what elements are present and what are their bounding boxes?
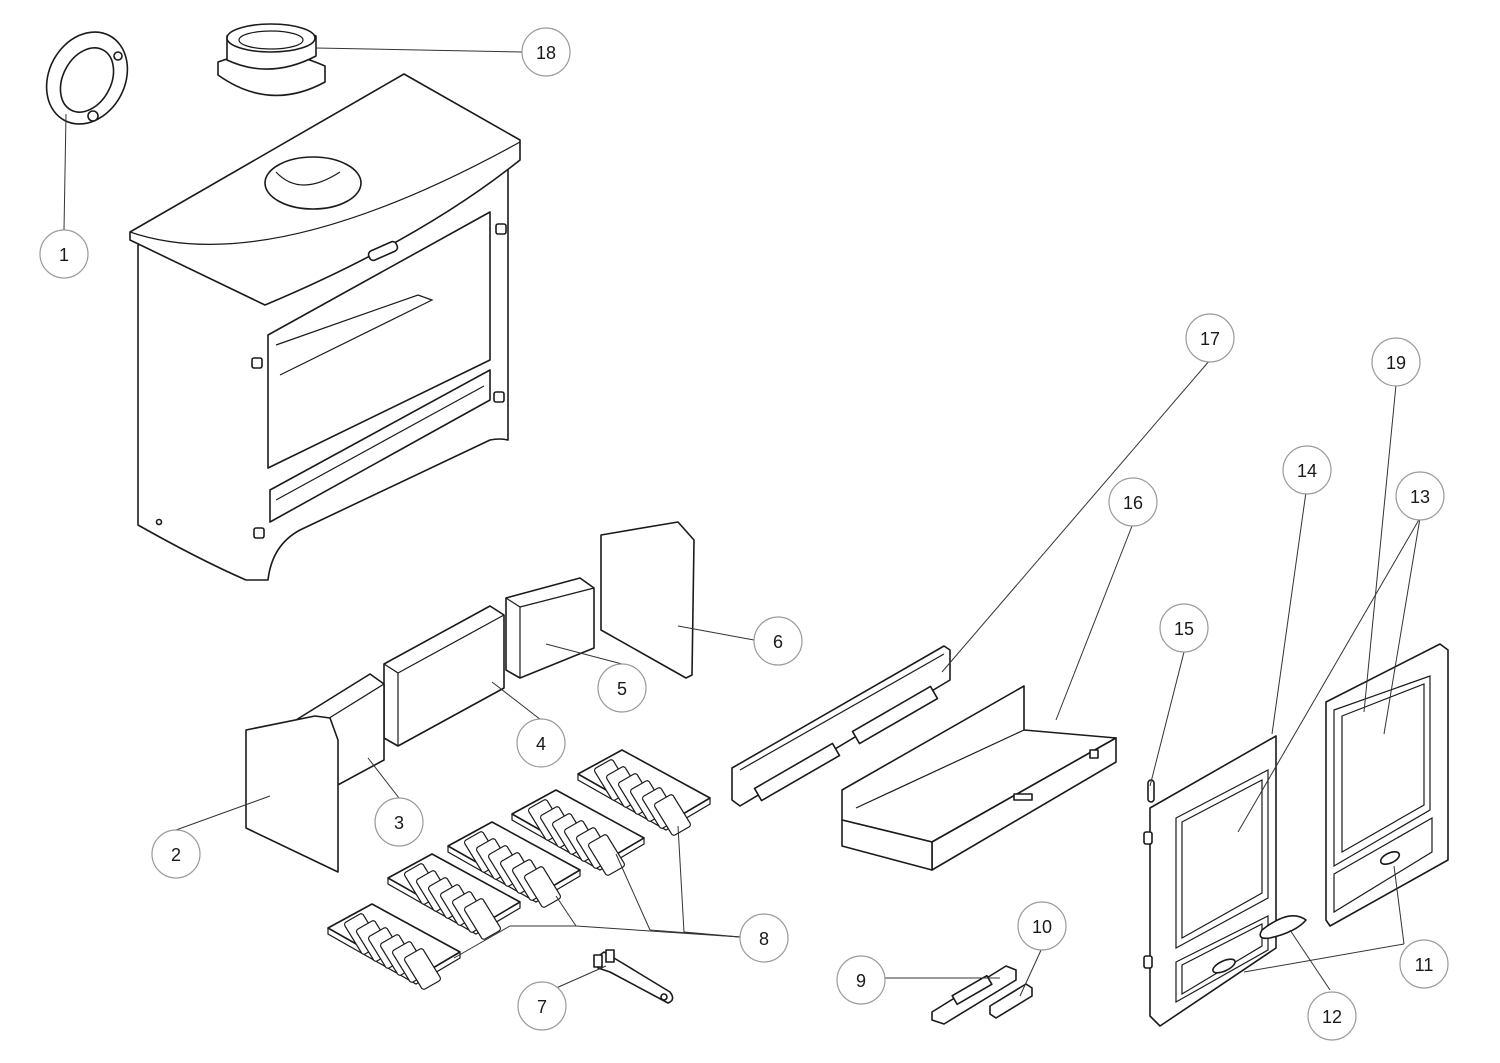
callout-number: 7	[537, 997, 547, 1017]
callout-number: 12	[1322, 1007, 1342, 1027]
callout-19: 19	[1371, 337, 1421, 387]
part-12-door-rope	[1259, 914, 1307, 940]
callout-2: 2	[151, 829, 201, 879]
grate-bar-4	[511, 789, 645, 876]
callout-8: 8	[739, 913, 789, 963]
callout-12: 12	[1307, 991, 1357, 1041]
callout-circle	[1282, 445, 1332, 495]
callout-16: 16	[1108, 477, 1158, 527]
callout-circle	[516, 718, 566, 768]
callout-10: 10	[1017, 901, 1067, 951]
callout-circle	[521, 27, 571, 77]
grate-bar-5	[577, 749, 711, 836]
callout-13: 13	[1395, 471, 1445, 521]
callout-circle	[739, 913, 789, 963]
callout-15: 15	[1159, 603, 1209, 653]
callout-circle	[151, 829, 201, 879]
callout-number: 3	[394, 813, 404, 833]
grate-slot	[654, 794, 691, 836]
callout-number: 1	[59, 245, 69, 265]
grate-bar-1	[327, 903, 461, 990]
grate-bar-3	[447, 821, 581, 908]
callout-circle	[374, 797, 424, 847]
grate-slot	[524, 866, 561, 908]
callout-5: 5	[597, 663, 647, 713]
part-15-hinge-pin	[1147, 779, 1155, 803]
callout-circle	[597, 663, 647, 713]
callout-number: 18	[536, 43, 556, 63]
callout-number: 19	[1386, 353, 1406, 373]
grate-bar-2	[387, 853, 521, 940]
part-4-back-firebrick	[383, 605, 505, 747]
callout-circle	[39, 229, 89, 279]
callout-number: 15	[1174, 619, 1194, 639]
callout-circle	[1159, 603, 1209, 653]
leader-lines	[63, 47, 1421, 1005]
callout-number: 5	[617, 679, 627, 699]
callout-circle	[1185, 313, 1235, 363]
callout-number: 16	[1123, 493, 1143, 513]
callout-6: 6	[753, 616, 803, 666]
callout-circle	[1307, 991, 1357, 1041]
part-7-riddler-tool	[593, 949, 674, 1004]
stove-body	[129, 73, 521, 581]
callout-number: 9	[856, 971, 866, 991]
callout-number: 10	[1032, 917, 1052, 937]
callout-4: 4	[516, 718, 566, 768]
part-17-baffle	[731, 645, 951, 807]
part-8-grate-bars	[327, 749, 711, 990]
callout-number: 8	[759, 929, 769, 949]
callout-7: 7	[517, 981, 567, 1031]
part-9-air-slide	[931, 965, 1017, 1025]
part-14-door	[1143, 735, 1277, 1027]
callout-number: 14	[1297, 461, 1317, 481]
part-16-ash-pan	[841, 685, 1117, 871]
callout-circle	[753, 616, 803, 666]
callout-11: 11	[1399, 939, 1449, 989]
part-18-flue-collar	[217, 23, 326, 97]
callout-number: 4	[536, 734, 546, 754]
callout-circle	[517, 981, 567, 1031]
callout-circle	[1399, 939, 1449, 989]
grate-slot	[404, 948, 441, 990]
callout-number: 11	[1415, 955, 1434, 975]
grate-slot	[588, 834, 625, 876]
callout-number: 2	[171, 845, 181, 865]
part-19-outer-door	[1325, 643, 1449, 927]
callout-18: 18	[521, 27, 571, 77]
callout-circle	[1395, 471, 1445, 521]
grate-slot	[464, 898, 501, 940]
part-2-side-firebrick-left	[245, 715, 339, 873]
callout-circle	[1017, 901, 1067, 951]
callout-17: 17	[1185, 313, 1235, 363]
part-5-back-firebrick	[505, 577, 595, 679]
callout-circle	[836, 955, 886, 1005]
callout-1: 1	[39, 229, 89, 279]
callout-14: 14	[1282, 445, 1332, 495]
callout-circle	[1108, 477, 1158, 527]
part-6-side-firebrick-right	[600, 521, 695, 679]
callout-9: 9	[836, 955, 886, 1005]
callout-circle	[1371, 337, 1421, 387]
callout-number: 13	[1410, 487, 1430, 507]
callout-number: 17	[1200, 329, 1220, 349]
part-1-gasket-ring	[45, 31, 129, 125]
callout-number: 6	[773, 632, 783, 652]
callout-3: 3	[374, 797, 424, 847]
